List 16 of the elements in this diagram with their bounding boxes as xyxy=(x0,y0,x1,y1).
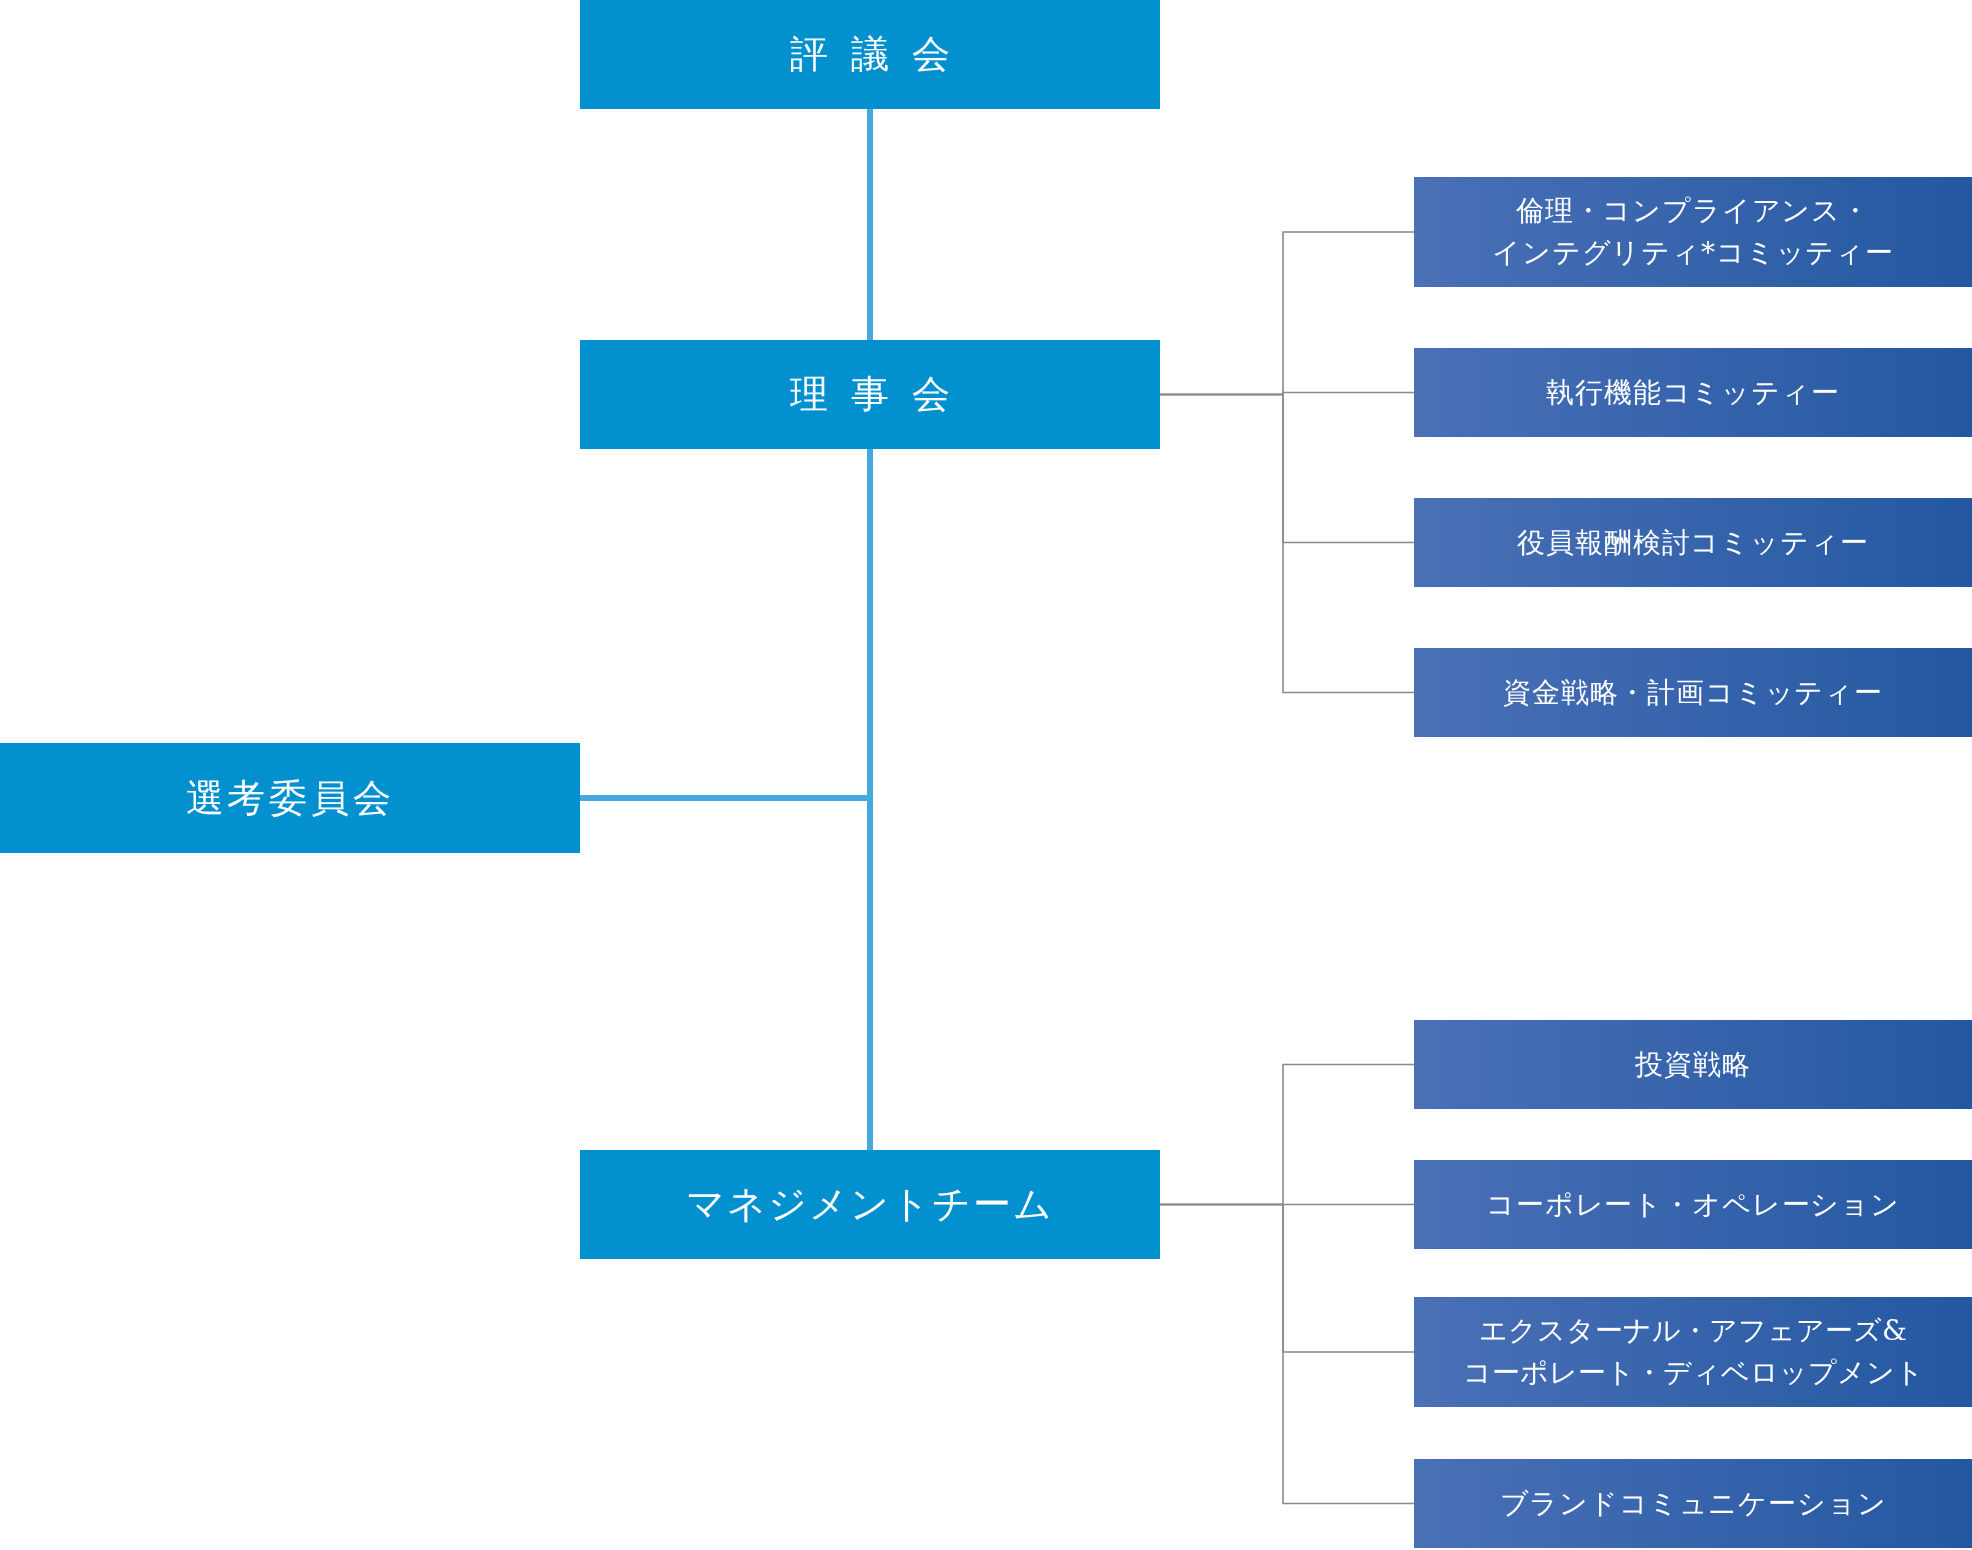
connector-line xyxy=(867,109,873,340)
board-box: マネジメントチーム xyxy=(580,1150,1160,1259)
connector-line xyxy=(1159,393,1415,694)
board-box: 選考委員会 xyxy=(0,743,580,853)
committee-box: 投資戦略 xyxy=(1414,1020,1972,1109)
committee-box: ブランドコミュニケーション xyxy=(1414,1459,1972,1548)
board-box: 評議会 xyxy=(580,0,1160,109)
committee-box: コーポレート・オペレーション xyxy=(1414,1160,1972,1249)
committee-box: 資金戦略・計画コミッティー xyxy=(1414,648,1972,737)
board-box: 理事会 xyxy=(580,340,1160,449)
committee-box: 役員報酬検討コミッティー xyxy=(1414,498,1972,587)
committee-box: 執行機能コミッティー xyxy=(1414,348,1972,437)
committee-box: 倫理・コンプライアンス・インテグリティ*コミッティー xyxy=(1414,177,1972,287)
connector-line xyxy=(580,795,873,1150)
committee-box: エクスターナル・アフェアーズ&コーポレート・ディベロップメント xyxy=(1414,1297,1972,1407)
connector-line xyxy=(1159,1203,1415,1505)
